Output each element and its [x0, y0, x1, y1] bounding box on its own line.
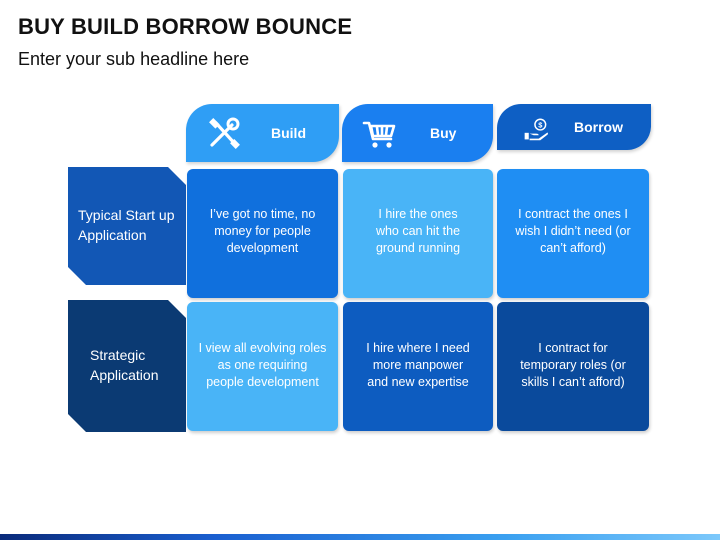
cell-startup-borrow: I contract the ones I wish I didn’t need…	[497, 169, 649, 298]
shopping-cart-icon	[362, 121, 396, 148]
page-title: BUY BUILD BORROW BOUNCE	[18, 14, 353, 39]
cell-startup-buy: I hire the ones who can hit the ground r…	[343, 169, 493, 298]
page-subtitle: Enter your sub headline here	[18, 49, 250, 69]
column-header-label: Borrow	[574, 119, 623, 135]
tools-icon	[209, 117, 240, 149]
column-header-build: Build	[186, 104, 339, 162]
column-header-label: Build	[271, 125, 306, 141]
column-header-label: Buy	[430, 125, 457, 141]
bottom-accent-bar	[0, 534, 720, 540]
column-header-buy: Buy	[342, 104, 493, 162]
row-label-text: Strategic Application	[90, 347, 159, 383]
row-label-typical-startup: Typical Start up Application	[68, 167, 186, 285]
row-label-text: Typical Start up Application	[78, 207, 175, 243]
column-header-borrow: $ Borrow	[497, 104, 651, 150]
cell-startup-build: I’ve got no time, no money for people de…	[187, 169, 338, 298]
row-label-shape	[68, 167, 186, 285]
cell-strategic-borrow: I contract for temporary roles (or skill…	[497, 302, 649, 431]
money-hand-icon: $	[524, 118, 548, 141]
cell-strategic-buy: I hire where I need more manpower and ne…	[343, 302, 493, 431]
row-label-shape	[68, 300, 186, 432]
cell-strategic-build: I view all evolving roles as one requiri…	[187, 302, 338, 431]
row-label-strategic: Strategic Application	[68, 300, 186, 432]
svg-text:$: $	[538, 120, 543, 129]
